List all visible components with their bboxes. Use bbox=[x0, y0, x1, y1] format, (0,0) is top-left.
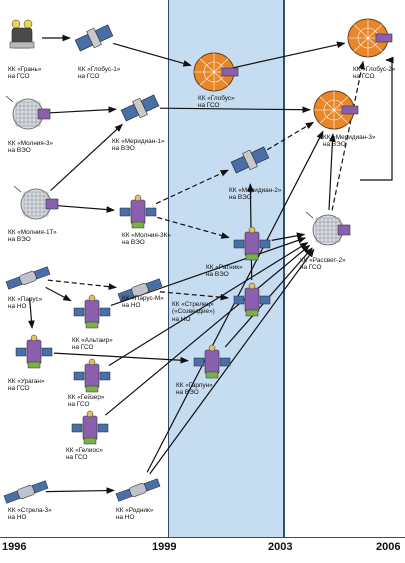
label-parusm: КК «Парус-М»на НО bbox=[122, 295, 164, 310]
label-molniya3k: КК «Молния-3К»на ВЭО bbox=[122, 232, 171, 247]
year-divider-2003 bbox=[283, 0, 284, 537]
timeline-axis bbox=[0, 537, 405, 538]
satellite-cross-icon bbox=[3, 480, 49, 504]
year-1999: 1999 bbox=[152, 541, 177, 553]
satellite-panel-icon bbox=[120, 94, 160, 122]
link-uragan-to-garpun bbox=[53, 352, 189, 364]
satellite-dish-icon bbox=[193, 52, 239, 92]
satellite-robot-icon bbox=[71, 410, 109, 445]
label-gran: КК «Грань»на ГСО bbox=[8, 66, 42, 81]
link-molniya1t-to-meridian1 bbox=[50, 123, 123, 191]
label-molniya1t: КК «Молния-1Т»на ВЭО bbox=[8, 229, 57, 244]
label-strela3: КК «Стрела-3»на НО bbox=[8, 507, 52, 522]
link-parus-to-parusm bbox=[47, 279, 117, 290]
diagram-canvas bbox=[3, 18, 394, 504]
link-globus1-to-globus bbox=[113, 42, 192, 67]
satellite-robot-icon bbox=[193, 344, 231, 379]
link-geizer-to-rassvet2 bbox=[108, 242, 309, 366]
label-meridian3: КК «Меридиан-3»на ВЭО bbox=[323, 134, 376, 149]
satellite-cross-icon bbox=[117, 278, 163, 302]
link-ratnik-to-rassvet2 bbox=[271, 232, 306, 241]
satellite-robot-icon bbox=[15, 334, 53, 369]
link-molniya3k-to-meridian2 bbox=[155, 169, 229, 205]
label-globus1: КК «Глобус-1»на ГСО bbox=[78, 66, 121, 81]
label-globus2: КК «Глобус-2»на ГСО bbox=[353, 66, 396, 81]
link-molniya1t-to-molniya3k bbox=[55, 204, 115, 213]
label-parus: КК «Парус»на НО bbox=[8, 296, 43, 311]
link-globus-to-globus2 bbox=[233, 41, 346, 69]
satellite-panel-icon bbox=[230, 146, 270, 174]
label-strelets: КК «Стрелец»(«Созвездие»)на НО bbox=[172, 301, 215, 323]
satellite-robot-icon bbox=[233, 226, 271, 261]
satellite-mesh-icon bbox=[13, 185, 59, 220]
link-gelios-to-rassvet2 bbox=[104, 244, 311, 416]
year-2006: 2006 bbox=[376, 541, 401, 553]
label-garpun: КК «Гарпун»на ВЭО bbox=[176, 382, 213, 397]
link-parus-to-uragan bbox=[28, 297, 35, 329]
satellite-robot-icon bbox=[119, 194, 157, 229]
satellite-robot-icon bbox=[73, 358, 111, 393]
link-parus-to-altair bbox=[45, 286, 72, 302]
satellite-dish-icon bbox=[347, 18, 393, 58]
link-parusm-to-strelets bbox=[159, 291, 229, 301]
label-ratnik: КК «Ратник»на ВЭО bbox=[206, 264, 243, 279]
satellite-cylinder-icon bbox=[9, 19, 35, 49]
link-molniya3k-to-ratnik bbox=[157, 216, 230, 239]
label-gelios: КК «Гелиос»на ГСО bbox=[66, 447, 103, 462]
link-rassvet2-to-meridian3 bbox=[328, 133, 336, 211]
link-rassvet2-to-globus2 bbox=[331, 60, 365, 211]
satellite-dish-icon bbox=[313, 90, 359, 130]
label-uragan: КК «Ураган»на ГСО bbox=[8, 378, 45, 393]
link-rodnik-to-rassvet2 bbox=[149, 248, 315, 475]
link-molniya3-to-meridian1 bbox=[47, 106, 117, 114]
satellite-mesh-icon bbox=[305, 211, 351, 246]
label-altair: КК «Альтаир»на ГСО bbox=[72, 337, 113, 352]
satellite-cross-icon bbox=[115, 478, 161, 502]
label-geizer: КК «Гейзер»на ГСО bbox=[68, 394, 105, 409]
label-meridian2: КК «Меридиан-2»на ВЭО bbox=[229, 187, 282, 202]
label-meridian1: КК «Меридиан-1»на ВЭО bbox=[112, 138, 165, 153]
label-globus: КК «Глобус»на ГСО bbox=[198, 95, 235, 110]
satellite-panel-icon bbox=[74, 24, 114, 52]
year-2003: 2003 bbox=[268, 541, 293, 553]
satellite-cross-icon bbox=[5, 266, 51, 290]
satellite-robot-icon bbox=[233, 282, 271, 317]
bracket-rassvet2-to-globus2 bbox=[360, 56, 394, 181]
link-meridian1-to-meridian3 bbox=[159, 106, 311, 114]
label-rassvet2: КК «Рассвет-2»на ГСО bbox=[300, 257, 346, 272]
satellite-robot-icon bbox=[73, 294, 111, 329]
satellite-mesh-icon bbox=[5, 95, 51, 130]
label-rodnik: КК «Родник»на НО bbox=[116, 507, 154, 522]
link-strela3-to-rodnik bbox=[45, 487, 115, 494]
label-molniya3: КК «Молния-3»на ВЭО bbox=[8, 140, 54, 155]
year-1996: 1996 bbox=[2, 541, 27, 553]
link-meridian2-to-meridian3 bbox=[266, 121, 315, 151]
